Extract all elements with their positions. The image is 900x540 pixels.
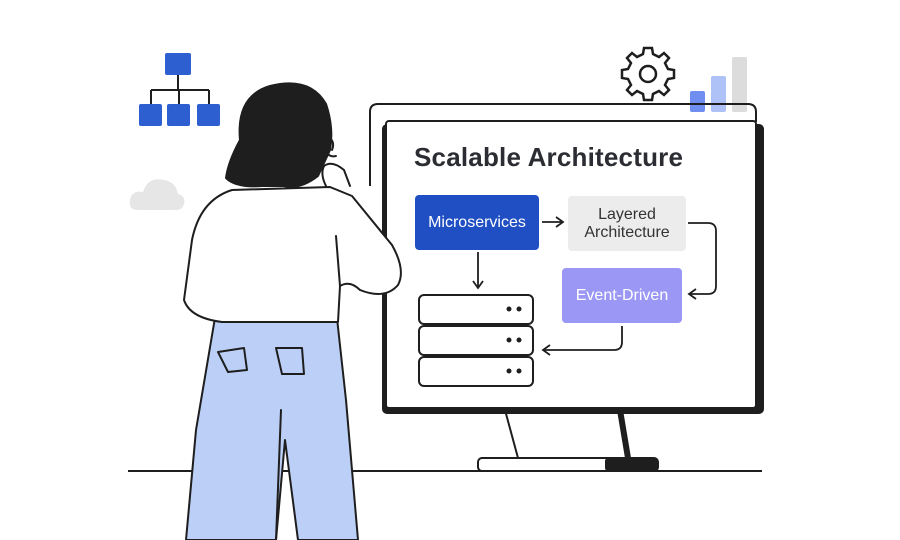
person-jeans [185, 299, 359, 540]
screen-title: Scalable Architecture [414, 142, 684, 172]
person-hair [225, 82, 333, 188]
node-event-driven-label: Event-Driven [575, 286, 669, 304]
node-layered-architecture: Layered Architecture [568, 196, 686, 251]
node-microservices-label: Microservices [428, 213, 526, 231]
monitor-stand [477, 409, 659, 472]
hierarchy-icon [139, 53, 220, 126]
person-figure [183, 82, 402, 540]
node-event-driven: Event-Driven [562, 268, 682, 323]
node-layered-label: Layered Architecture [584, 206, 669, 242]
cloud-icon [129, 179, 185, 211]
gear-icon [620, 46, 676, 102]
flow-arrows [472, 216, 717, 356]
node-microservices: Microservices [415, 195, 539, 250]
monitor-back-frame [369, 103, 757, 186]
node-layered-line1: Layered [598, 205, 656, 223]
node-layered-line2: Architecture [584, 223, 670, 241]
server-stack-icon [418, 294, 534, 387]
person-shirt [183, 186, 402, 323]
